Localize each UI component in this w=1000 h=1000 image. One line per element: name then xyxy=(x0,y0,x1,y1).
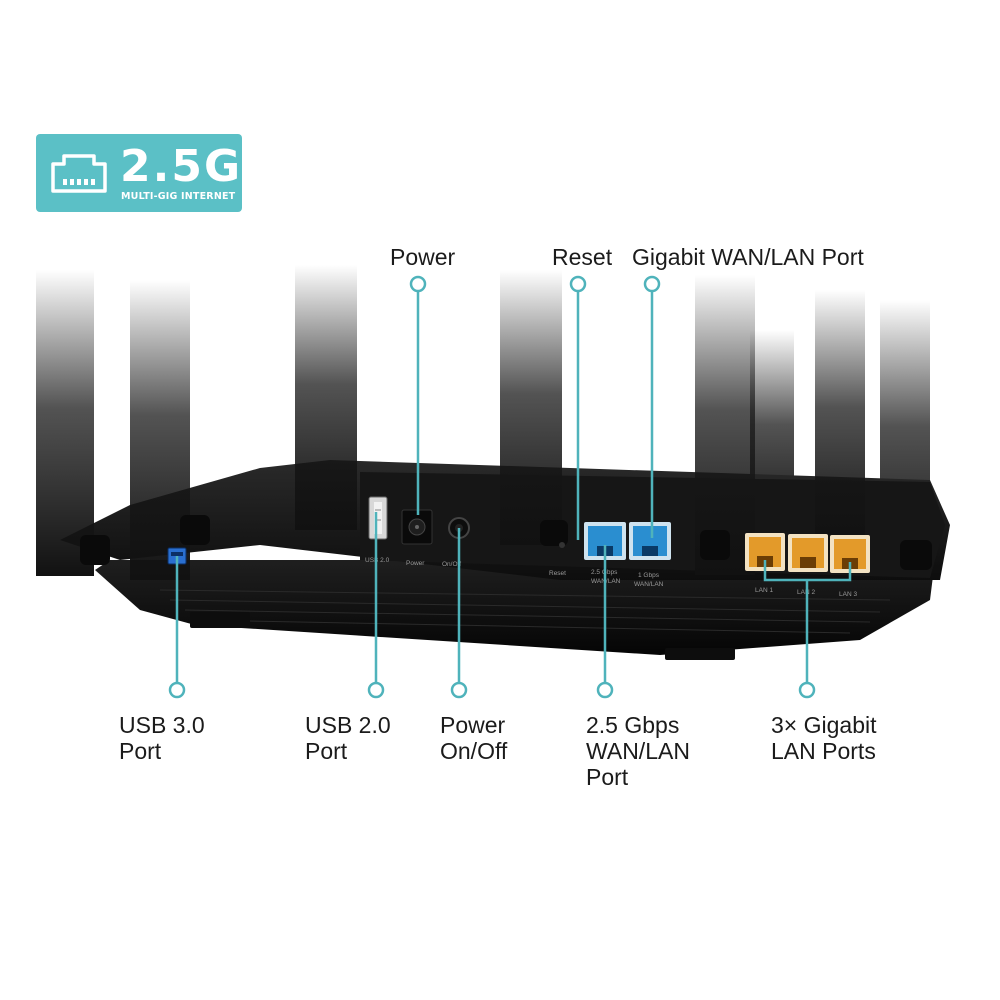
callout-label-lan-ports: 3× Gigabit LAN Ports xyxy=(771,712,877,764)
multi-gig-badge: 2.5G MULTI-GIG INTERNET xyxy=(36,134,242,212)
callout-label-usb3-line2: Port xyxy=(119,738,162,764)
callout-label-wan25-line1: 2.5 Gbps xyxy=(586,712,680,738)
router-foot xyxy=(190,612,250,628)
callout-label-wan25-line3: Port xyxy=(586,764,629,790)
lan-port-2 xyxy=(788,534,828,572)
callout-label-power-onoff-line2: On/Off xyxy=(440,738,508,764)
callout-label-power: Power xyxy=(390,244,456,270)
wan-port-1g xyxy=(629,522,671,560)
device-label-reset: Reset xyxy=(549,570,566,577)
callout-label-usb2: USB 2.0 Port xyxy=(305,712,391,764)
callout-lines xyxy=(175,292,852,682)
usb2-port xyxy=(368,496,388,540)
callout-label-wan25-line2: WAN/LAN xyxy=(586,738,690,764)
device-label-power: Power xyxy=(406,560,425,567)
router-base xyxy=(95,560,935,655)
device-label-usb2: USB 2.0 xyxy=(365,557,390,564)
device-label-wan1-line2: WAN/LAN xyxy=(634,581,664,588)
power-jack xyxy=(401,509,433,545)
badge-speed: 2.5G xyxy=(120,141,243,192)
device-label-lan1: LAN 1 xyxy=(755,587,773,594)
device-label-wan1-line1: 1 Gbps xyxy=(638,572,660,579)
vent-lines xyxy=(159,589,891,634)
callout-label-usb2-line1: USB 2.0 xyxy=(305,712,391,738)
callout-label-usb3-line1: USB 3.0 xyxy=(119,712,205,738)
callout-label-power-onoff: Power On/Off xyxy=(440,712,507,764)
device-label-onoff: On/Off xyxy=(442,561,461,568)
ethernet-port-icon xyxy=(51,154,107,193)
router-foot xyxy=(665,648,735,660)
callout-label-usb2-line2: Port xyxy=(305,738,348,764)
device-label-lan3: LAN 3 xyxy=(839,591,857,598)
reset-hole xyxy=(559,542,565,548)
callout-label-lan-line1: 3× Gigabit xyxy=(771,712,877,738)
callout-label-power-onoff-line1: Power xyxy=(440,712,506,738)
callout-label-wan25: 2.5 Gbps WAN/LAN Port xyxy=(586,712,690,790)
callout-bracket-lan xyxy=(763,560,852,582)
antennas-front xyxy=(36,265,865,580)
antenna-hinges xyxy=(80,515,932,570)
badge-subtitle: MULTI-GIG INTERNET xyxy=(121,191,236,202)
callout-circles xyxy=(168,275,816,699)
callout-label-usb3: USB 3.0 Port xyxy=(119,712,205,764)
callout-label-lan-line2: LAN Ports xyxy=(771,738,876,764)
callout-label-gigabit-wan-lan: Gigabit WAN/LAN Port xyxy=(632,244,864,270)
callout-label-reset: Reset xyxy=(552,244,613,270)
